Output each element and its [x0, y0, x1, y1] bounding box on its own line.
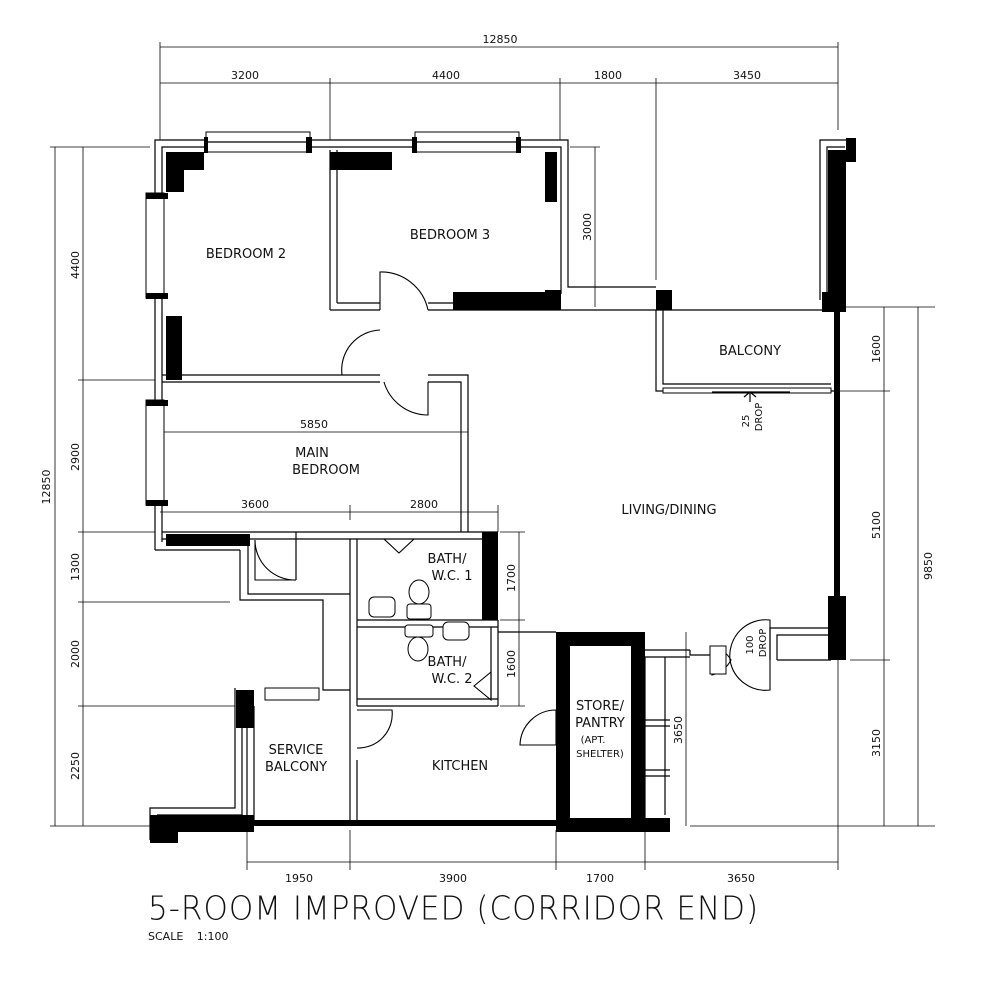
dim-bath2-depth: 1600 [505, 650, 518, 678]
room-label-bedroom2: BEDROOM 2 [206, 247, 286, 262]
walls-solid [150, 138, 856, 843]
room-label-service-1: SERVICE [269, 743, 324, 758]
scale-label: SCALE [148, 930, 184, 943]
room-label-main-bedroom-2: BEDROOM [292, 463, 360, 478]
room-label-store-2: PANTRY [575, 716, 625, 731]
room-label-service-2: BALCONY [265, 760, 327, 775]
dim-top-seg-1: 3200 [231, 69, 259, 82]
window-balcony [662, 387, 832, 394]
entrance-drop-label: DROP [758, 629, 769, 658]
dim-store-depth: 3650 [672, 716, 685, 744]
room-label-store-3: (APT. [581, 735, 606, 746]
balcony-drop-label: DROP [754, 403, 765, 432]
dim-bedroom3-depth: 3000 [581, 213, 594, 241]
windows [145, 131, 832, 701]
dim-right-seg-2: 5100 [870, 511, 883, 539]
window-main-bedroom-west [145, 399, 165, 506]
dim-lower-left-2: 2800 [410, 498, 438, 511]
dim-main-bedroom-width: 5850 [300, 418, 328, 431]
balcony-drop-value: 25 [741, 415, 752, 428]
dim-bath1-depth: 1700 [505, 564, 518, 592]
dim-left-seg-1: 4400 [69, 251, 82, 279]
dim-left-seg-5: 2250 [69, 752, 82, 780]
dim-left-overall: 12850 [40, 470, 53, 505]
wc-bowl-2 [407, 636, 429, 662]
dim-bottom-seg-4: 3650 [727, 872, 755, 885]
room-label-bath2-1: BATH/ [428, 655, 468, 670]
dim-right-overall: 9850 [922, 552, 935, 580]
dim-left-seg-3: 1300 [69, 553, 82, 581]
dim-left-seg-2: 2900 [69, 443, 82, 471]
plan-title: 5-ROOM IMPROVED (CORRIDOR END) [148, 890, 760, 928]
dim-bottom-seg-2: 3900 [439, 872, 467, 885]
bath-fixtures [368, 579, 470, 662]
dim-bottom-seg-1: 1950 [285, 872, 313, 885]
doors [254, 271, 771, 749]
room-label-bedroom3: BEDROOM 3 [410, 228, 490, 243]
dim-top-seg-3: 1800 [594, 69, 622, 82]
room-label-living-dining: LIVING/DINING [621, 503, 716, 518]
basin-2 [442, 621, 470, 641]
window-service-balcony [264, 687, 320, 701]
window-bedroom2-west [145, 192, 165, 299]
basin [368, 596, 396, 618]
dimension-labels: 12850 3200 4400 1800 3450 12850 4400 290… [40, 33, 935, 885]
drop-markers: 25 DROP 100 DROP [712, 391, 790, 658]
wc-bowl-1 [408, 579, 430, 605]
room-label-kitchen: KITCHEN [432, 759, 488, 774]
entrance-drop-value: 100 [745, 635, 756, 654]
dim-bottom-seg-3: 1700 [586, 872, 614, 885]
dim-right-seg-3: 3150 [870, 729, 883, 757]
dim-left-seg-4: 2000 [69, 640, 82, 668]
dim-right-seg-1: 1600 [870, 335, 883, 363]
room-label-bath1-2: W.C. 1 [431, 569, 472, 584]
dim-lower-left-1: 3600 [241, 498, 269, 511]
plan-scale: SCALE 1:100 [148, 930, 759, 943]
room-label-store-1: STORE/ [576, 699, 625, 714]
dimension-lines [50, 42, 935, 870]
room-label-store-4: SHELTER) [576, 749, 624, 760]
title-block: 5-ROOM IMPROVED (CORRIDOR END) SCALE 1:1… [148, 890, 759, 943]
dim-top-overall: 12850 [483, 33, 518, 46]
scale-value: 1:100 [196, 930, 229, 943]
room-label-main-bedroom-1: MAIN [295, 446, 329, 461]
dim-top-seg-4: 3450 [733, 69, 761, 82]
dim-top-seg-2: 4400 [432, 69, 460, 82]
walls-outline [149, 139, 852, 840]
room-label-balcony: BALCONY [719, 344, 781, 359]
room-label-bath1-1: BATH/ [428, 552, 468, 567]
room-label-bath2-2: W.C. 2 [431, 672, 472, 687]
room-labels: BEDROOM 2 BEDROOM 3 MAIN BEDROOM BALCONY… [206, 228, 781, 775]
